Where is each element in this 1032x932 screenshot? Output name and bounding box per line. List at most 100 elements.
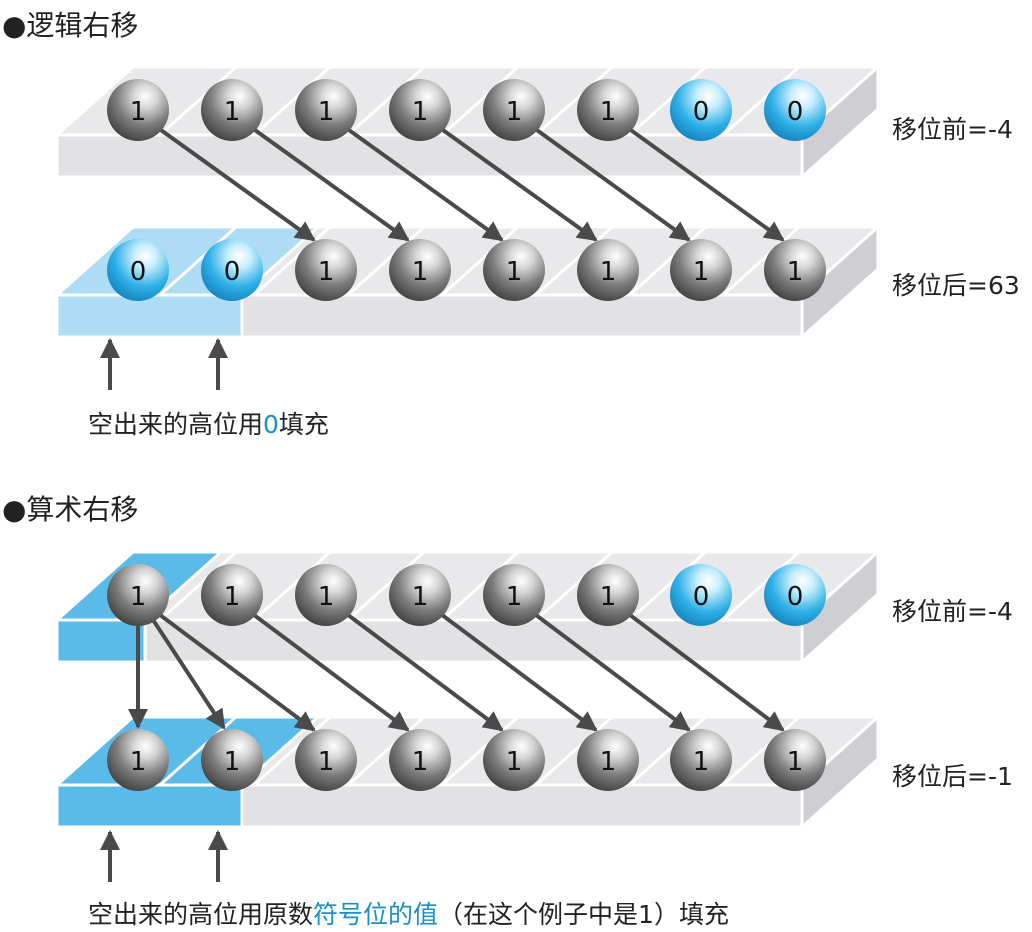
bit-sphere (201, 79, 263, 141)
shift-arrow (420, 598, 598, 732)
cell-divider (721, 715, 801, 787)
caption-arithmetic-pre: 空出来的高位用原数 (88, 900, 314, 929)
bit-sphere (764, 564, 826, 626)
cell-divider (252, 715, 332, 787)
bit-ball: 1 (670, 729, 732, 791)
bit-value: 1 (130, 747, 147, 777)
shift-arrow (138, 598, 316, 732)
cell-divider (534, 65, 614, 137)
caption-logical-highlight: 0 (263, 410, 279, 439)
bit-sphere (483, 564, 545, 626)
bit-ball: 1 (483, 729, 545, 791)
bit-ball: 1 (201, 729, 263, 791)
bit-sphere (295, 729, 357, 791)
bit-ball: 0 (764, 79, 826, 141)
bit-value: 1 (787, 257, 804, 287)
bit-sphere (107, 729, 169, 791)
bit-sphere (201, 729, 263, 791)
cell-divider (158, 550, 238, 622)
cell-divider (346, 550, 426, 622)
bit-value: 1 (600, 582, 617, 612)
cell-divider (346, 715, 426, 787)
bit-ball: 1 (107, 564, 169, 626)
bit-sphere (389, 729, 451, 791)
bit-value: 1 (318, 257, 335, 287)
bit-ball: 1 (389, 239, 451, 301)
bit-sphere (670, 239, 732, 301)
caption-arithmetic-highlight: 符号位的值 (313, 900, 439, 929)
high-bits-fill-front (55, 618, 147, 664)
cell-divider (252, 65, 332, 137)
cell-divider (534, 225, 614, 297)
tray-top (53, 65, 882, 137)
bit-ball: 1 (764, 239, 826, 301)
bit-value: 1 (412, 582, 429, 612)
cell-divider (721, 550, 801, 622)
section-title-logical: ●逻辑右移 (2, 9, 139, 42)
bit-sphere (577, 564, 639, 626)
bit-ball: 1 (295, 564, 357, 626)
bit-value: 1 (412, 97, 429, 127)
bit-sphere (483, 239, 545, 301)
tray-front (55, 618, 804, 664)
bit-ball: 0 (764, 564, 826, 626)
bit-ball: 0 (107, 239, 169, 301)
bit-value: 0 (130, 257, 147, 287)
tray-row-1 (53, 223, 882, 341)
cell-divider (346, 65, 426, 137)
bit-value: 1 (318, 747, 335, 777)
bit-value: 1 (318, 582, 335, 612)
bit-value: 0 (787, 582, 804, 612)
bit-ball: 0 (201, 239, 263, 301)
tray-front (55, 133, 804, 179)
cell-divider (628, 550, 707, 622)
caption-logical-pre: 空出来的高位用 (88, 410, 264, 439)
high-bits-fill-front (55, 293, 244, 339)
bit-ball: 1 (577, 239, 639, 301)
bit-sphere (107, 239, 169, 301)
shift-arrow (326, 113, 504, 242)
bit-value: 1 (787, 747, 804, 777)
bit-value: 1 (224, 747, 241, 777)
cell-divider (158, 65, 238, 137)
cell-divider (252, 225, 332, 297)
cell-divider (628, 225, 707, 297)
bit-sphere (389, 564, 451, 626)
bit-sphere (201, 564, 263, 626)
bit-sphere (577, 79, 639, 141)
shift-arrow (232, 113, 410, 242)
bit-sphere (389, 79, 451, 141)
bit-ball: 1 (295, 729, 357, 791)
bit-sphere (764, 729, 826, 791)
bit-ball: 1 (577, 729, 639, 791)
bit-sphere (107, 79, 169, 141)
shift-arrow (514, 598, 691, 732)
caption-logical-post: 填充 (278, 410, 329, 439)
bit-value: 1 (506, 747, 523, 777)
bit-ball: 1 (483, 239, 545, 301)
caption-logical: 空出来的高位用0填充 (88, 405, 329, 441)
bit-sphere (295, 79, 357, 141)
high-bits-fill-front (55, 783, 244, 829)
cell-divider (534, 715, 614, 787)
bit-value: 1 (412, 747, 429, 777)
bit-value: 0 (693, 97, 710, 127)
bit-value: 1 (506, 257, 523, 287)
section-title-arithmetic: ●算术右移 (2, 493, 139, 526)
cell-divider (440, 225, 520, 297)
bit-value: 1 (130, 582, 147, 612)
cell-divider (158, 225, 238, 297)
shift-arrow (232, 598, 410, 732)
bit-value: 1 (600, 97, 617, 127)
bit-value: 1 (318, 97, 335, 127)
cell-divider (721, 65, 801, 137)
shift-arrow (514, 113, 691, 242)
bit-ball: 1 (764, 729, 826, 791)
label-before-logical: 移位前=-4 (892, 115, 1013, 144)
bit-value: 1 (693, 257, 710, 287)
bit-sphere (201, 239, 263, 301)
cell-divider (346, 225, 426, 297)
bit-sphere (107, 564, 169, 626)
bit-ball: 1 (107, 729, 169, 791)
